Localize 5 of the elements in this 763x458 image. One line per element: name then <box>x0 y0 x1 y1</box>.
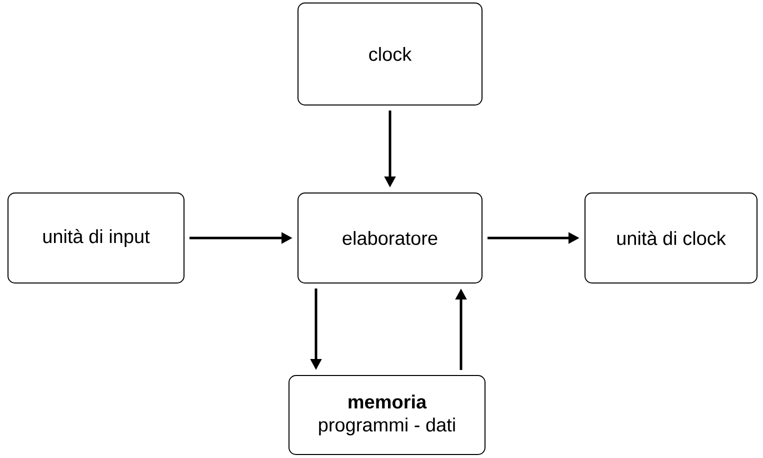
process-box: elaboratore <box>298 192 482 284</box>
process-box: unità di input <box>8 192 184 284</box>
process-box: unità di clock <box>584 192 758 284</box>
process-box: clock <box>298 2 482 106</box>
process-box: memoria programmi - dati <box>288 375 486 455</box>
